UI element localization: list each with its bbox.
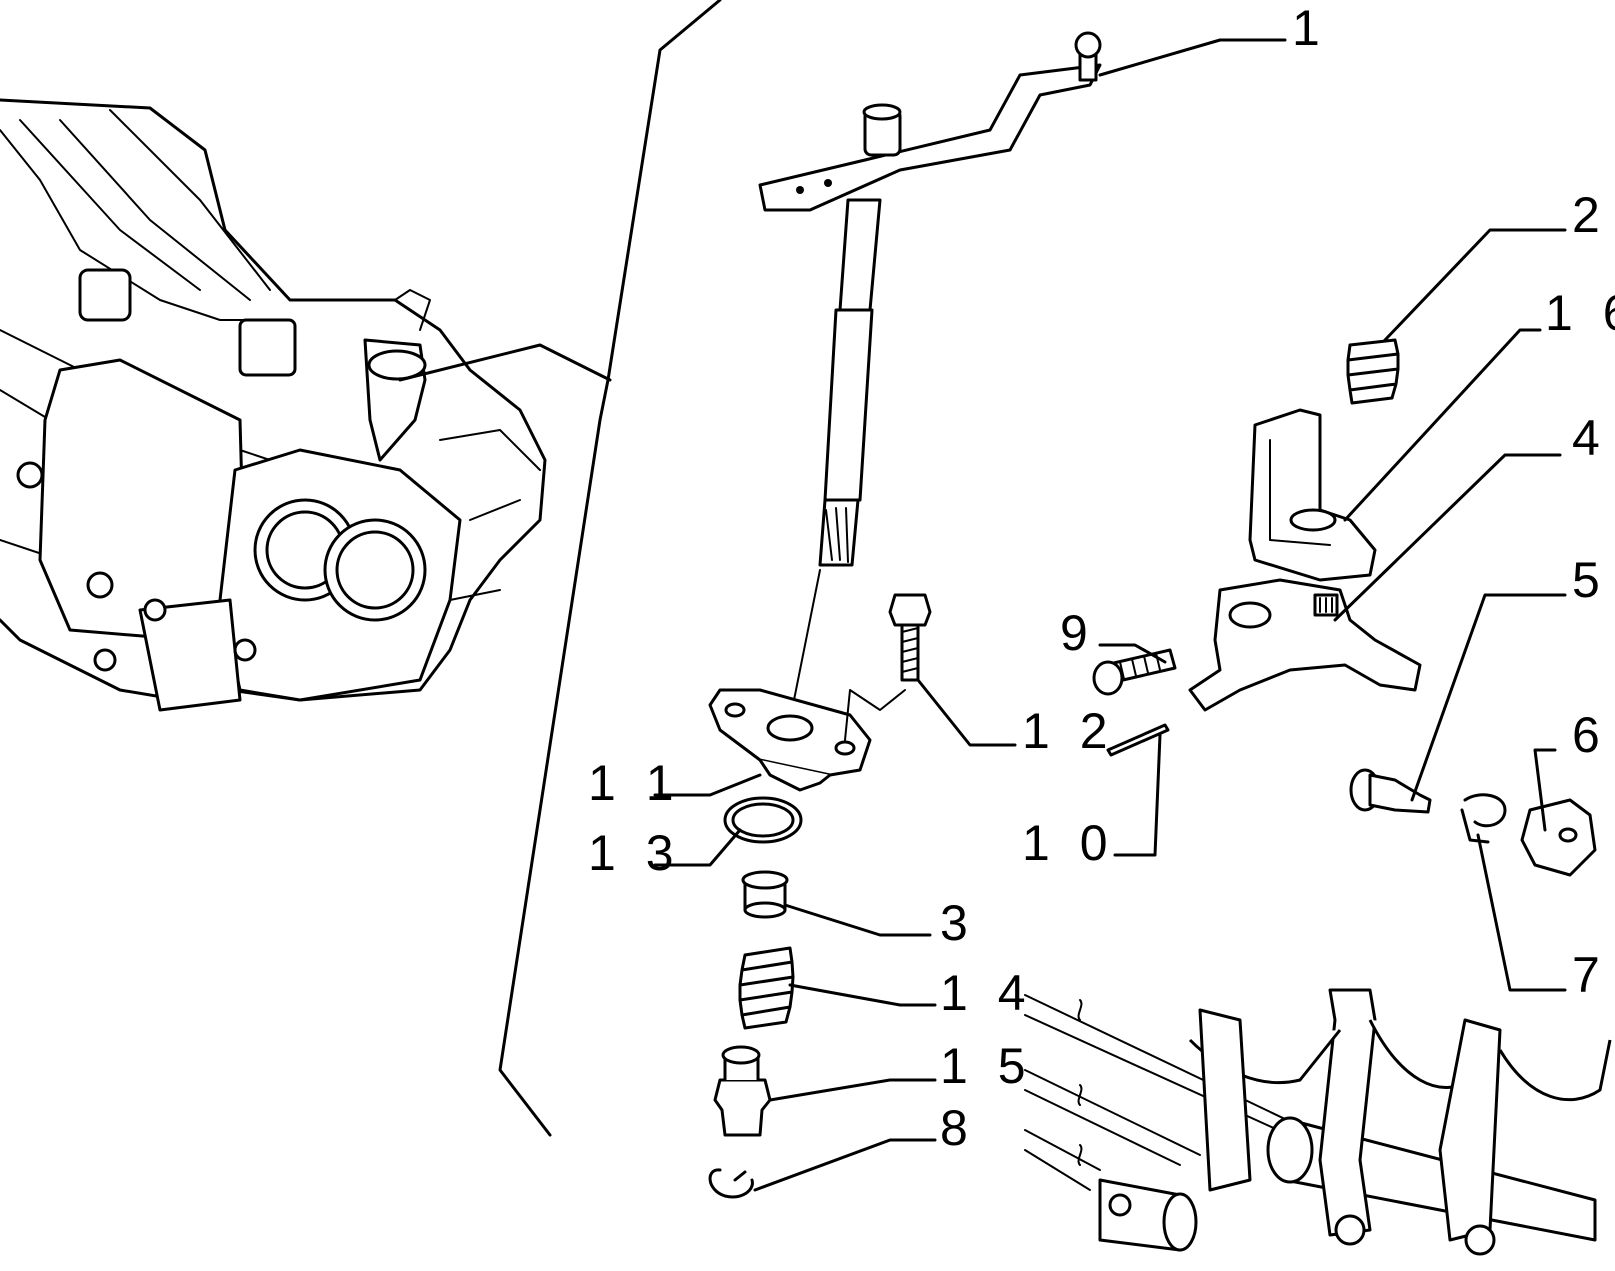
gearbox-housing (0, 98, 612, 712)
separator-line (498, 0, 722, 1137)
guide-bracket-16 (1248, 408, 1377, 582)
bush-3 (741, 870, 789, 919)
callout-6: 6 (1572, 707, 1608, 763)
callout-4: 4 (1572, 410, 1608, 466)
circlip-8 (708, 1168, 754, 1199)
callout-9: 9 (1060, 605, 1096, 661)
callout-13: 1 3 (588, 825, 682, 881)
o-ring-13 (723, 796, 803, 844)
flange-plate (708, 688, 906, 792)
callout-16: 1 6 (1545, 285, 1615, 341)
callout-10: 1 0 (1022, 815, 1116, 871)
callout-2: 2 (1572, 187, 1608, 243)
callout-5: 5 (1572, 552, 1608, 608)
spring-2 (1346, 338, 1400, 405)
callout-3: 3 (940, 895, 976, 951)
selector-lever-4 (1188, 578, 1422, 712)
callout-labels: 1 2 1 6 4 5 6 7 9 1 2 1 0 1 1 1 3 3 1 4 … (588, 0, 1615, 1156)
spring-14 (738, 946, 795, 1030)
screw-9 (1092, 648, 1177, 696)
roll-pin-10 (1106, 723, 1170, 757)
plunger-15 (713, 1045, 772, 1137)
spring-clip-7 (1460, 793, 1507, 844)
callout-14: 1 4 (940, 965, 1034, 1021)
selector-forks (1024, 988, 1612, 1256)
callout-12: 1 2 (1022, 703, 1116, 759)
callout-1: 1 (1292, 0, 1328, 56)
pin-5 (1349, 768, 1432, 814)
callout-11: 1 1 (588, 755, 682, 811)
callout-15: 1 5 (940, 1038, 1034, 1094)
cam-6 (1520, 798, 1597, 877)
selector-shaft-with-lever (758, 31, 1102, 721)
callout-7: 7 (1572, 947, 1608, 1003)
leader-lines (653, 38, 1567, 1192)
callout-8: 8 (940, 1100, 976, 1156)
bolt-12 (888, 593, 932, 682)
